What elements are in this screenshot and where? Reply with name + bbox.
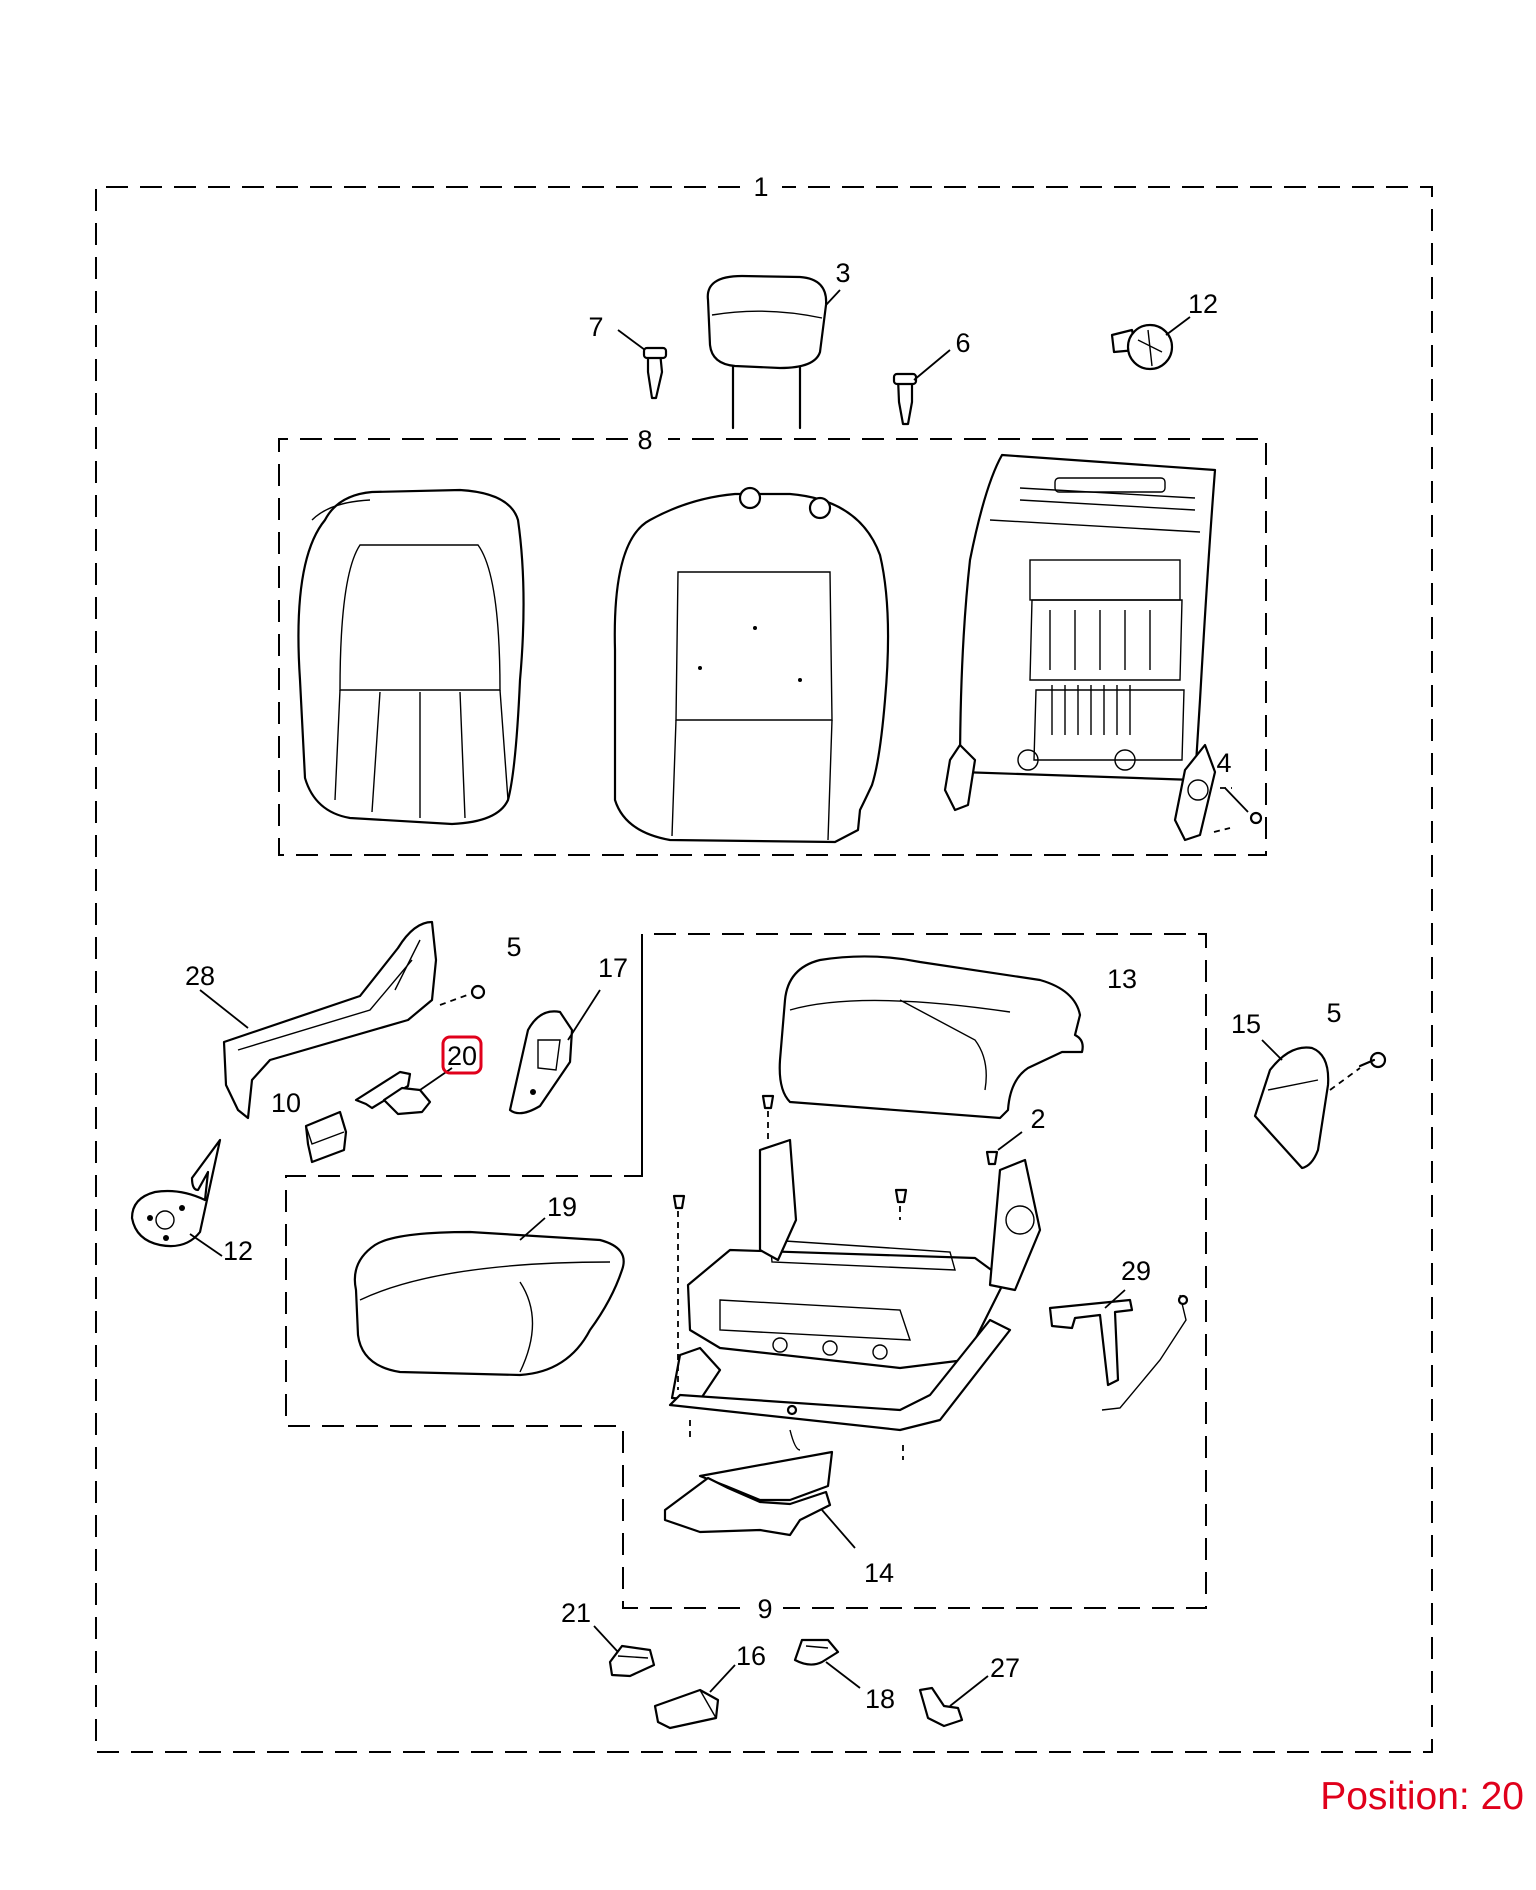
callout-8: 8 bbox=[637, 425, 652, 455]
clip-part-10 bbox=[304, 1110, 348, 1164]
callout-19: 19 bbox=[547, 1192, 577, 1222]
recline-knob-part-12 bbox=[1110, 316, 1191, 371]
sensor-part-29 bbox=[1048, 1289, 1189, 1411]
callout-9: 9 bbox=[757, 1594, 772, 1624]
callout-16: 16 bbox=[736, 1641, 766, 1671]
callout-18: 18 bbox=[865, 1684, 895, 1714]
callout-10: 10 bbox=[271, 1088, 301, 1118]
screw-part-5-left bbox=[439, 984, 486, 1006]
callout-27: 27 bbox=[990, 1653, 1020, 1683]
backrest-frame bbox=[943, 453, 1217, 842]
screw-part-5-right bbox=[1329, 1051, 1387, 1091]
callout-17: 17 bbox=[598, 953, 628, 983]
cushion-trim-part-19 bbox=[353, 1217, 625, 1377]
guide-part-21 bbox=[593, 1625, 656, 1678]
callout-6: 6 bbox=[955, 328, 970, 358]
callout-7: 7 bbox=[588, 312, 603, 342]
callout-15: 15 bbox=[1231, 1009, 1261, 1039]
callout-29: 29 bbox=[1121, 1256, 1151, 1286]
headrest-part-3 bbox=[706, 274, 841, 430]
highlight-callout-20 bbox=[441, 1035, 483, 1075]
callout-5-right: 5 bbox=[1326, 998, 1341, 1028]
bracket-part-12 bbox=[130, 1138, 223, 1257]
callout-13: 13 bbox=[1107, 964, 1137, 994]
callout-20: 20 bbox=[447, 1041, 477, 1071]
callout-12-left: 12 bbox=[223, 1236, 253, 1266]
callout-5-left: 5 bbox=[506, 932, 521, 962]
handle-part-16 bbox=[653, 1664, 736, 1730]
guide-part-18 bbox=[793, 1638, 861, 1689]
frame-backrest-8 bbox=[278, 438, 1267, 856]
side-trim-part-28 bbox=[199, 920, 438, 1120]
clip-part-27 bbox=[918, 1675, 989, 1728]
backrest-pad bbox=[613, 486, 890, 844]
side-cover-part-15 bbox=[1253, 1039, 1330, 1170]
latch-bracket-part-20 bbox=[354, 1067, 453, 1116]
headrest-guide-part-6 bbox=[892, 349, 951, 426]
callout-21: 21 bbox=[561, 1598, 591, 1628]
backrest-cover bbox=[297, 488, 525, 826]
frame-assembly-1 bbox=[95, 186, 1433, 1753]
callout-3: 3 bbox=[835, 258, 850, 288]
cover-part-17 bbox=[508, 989, 601, 1115]
callout-2: 2 bbox=[1030, 1104, 1045, 1134]
cushion-pad-part-13 bbox=[778, 955, 1084, 1120]
callout-1: 1 bbox=[753, 172, 768, 202]
callout-4: 4 bbox=[1216, 748, 1231, 778]
headrest-guide-part-7 bbox=[617, 329, 668, 400]
bolts-part-4 bbox=[1213, 787, 1263, 833]
heater-mat-part-14 bbox=[663, 1404, 856, 1549]
callout-12-top: 12 bbox=[1188, 289, 1218, 319]
position-caption: Position: 20 bbox=[1320, 1775, 1524, 1818]
callout-28: 28 bbox=[185, 961, 215, 991]
frame-cushion-9 bbox=[285, 933, 1207, 1609]
seat-base-frame bbox=[668, 1094, 1042, 1460]
callout-14: 14 bbox=[864, 1558, 894, 1588]
